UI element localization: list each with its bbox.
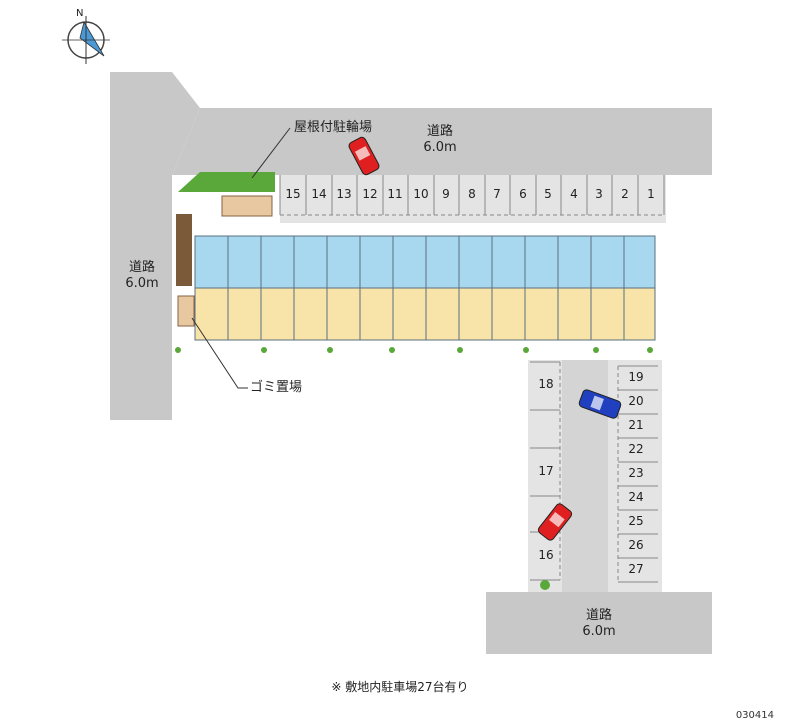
compass-icon — [62, 16, 110, 64]
parking-number: 22 — [628, 442, 644, 456]
parking-number: 1 — [647, 187, 655, 201]
bike-shed-label: 屋根付駐輪場 — [294, 120, 373, 135]
trees-row — [175, 347, 653, 590]
road-north-label: 道路 6.0m — [412, 124, 468, 156]
parking-number: 5 — [544, 187, 552, 201]
parking-number: 14 — [311, 187, 327, 201]
parking-number: 20 — [628, 394, 644, 408]
road-north-name: 道路 — [426, 124, 453, 139]
parking-number: 8 — [468, 187, 476, 201]
parking-number: 19 — [628, 370, 644, 384]
road-west — [110, 72, 200, 420]
road-south-name: 道路 — [585, 608, 612, 623]
parking-number: 26 — [628, 538, 644, 552]
apartment-building — [194, 235, 656, 341]
parking-number: 24 — [628, 490, 644, 504]
hedge-left — [176, 214, 192, 286]
garbage-label: ゴミ置場 — [250, 380, 303, 395]
road-north-width: 6.0m — [423, 140, 457, 155]
road-west-width: 6.0m — [125, 276, 159, 291]
parking-number: 15 — [285, 187, 301, 201]
compass-letter: N — [76, 8, 84, 19]
parking-number: 17 — [538, 464, 554, 478]
parking-number: 13 — [336, 187, 352, 201]
parking-number: 25 — [628, 514, 644, 528]
parking-number: 27 — [628, 562, 644, 576]
greenery-corner — [178, 172, 275, 192]
parking-number: 16 — [538, 548, 554, 562]
garbage-area — [177, 295, 195, 327]
garbage-leader — [191, 317, 248, 389]
parking-top-row — [279, 175, 665, 216]
parking-number: 4 — [570, 187, 578, 201]
road-south-width: 6.0m — [582, 624, 616, 639]
road-north — [172, 108, 712, 175]
footer-note: ※ 敷地内駐車場27台有り — [331, 680, 469, 694]
parking-number: 12 — [362, 187, 378, 201]
parking-number: 2 — [621, 187, 629, 201]
car-red-top — [348, 136, 380, 176]
parking-number: 7 — [493, 187, 501, 201]
car-blue — [578, 389, 622, 419]
parking-number: 10 — [413, 187, 429, 201]
parking-number: 21 — [628, 418, 644, 432]
car-red-bottom — [537, 503, 573, 541]
parking-number: 9 — [442, 187, 450, 201]
parking-number: 6 — [519, 187, 527, 201]
parking-number: 18 — [538, 377, 554, 391]
bike-shed — [221, 195, 273, 217]
road-south-label: 道路 6.0m — [571, 608, 627, 640]
road-south — [486, 592, 712, 654]
road-west-label: 道路 6.0m — [114, 260, 170, 292]
parking-number: 11 — [387, 187, 403, 201]
parking-number: 23 — [628, 466, 644, 480]
road-west-name: 道路 — [128, 260, 155, 275]
map-code: 030414 — [735, 710, 774, 721]
parking-number: 3 — [595, 187, 603, 201]
bike-shed-leader — [251, 127, 291, 179]
